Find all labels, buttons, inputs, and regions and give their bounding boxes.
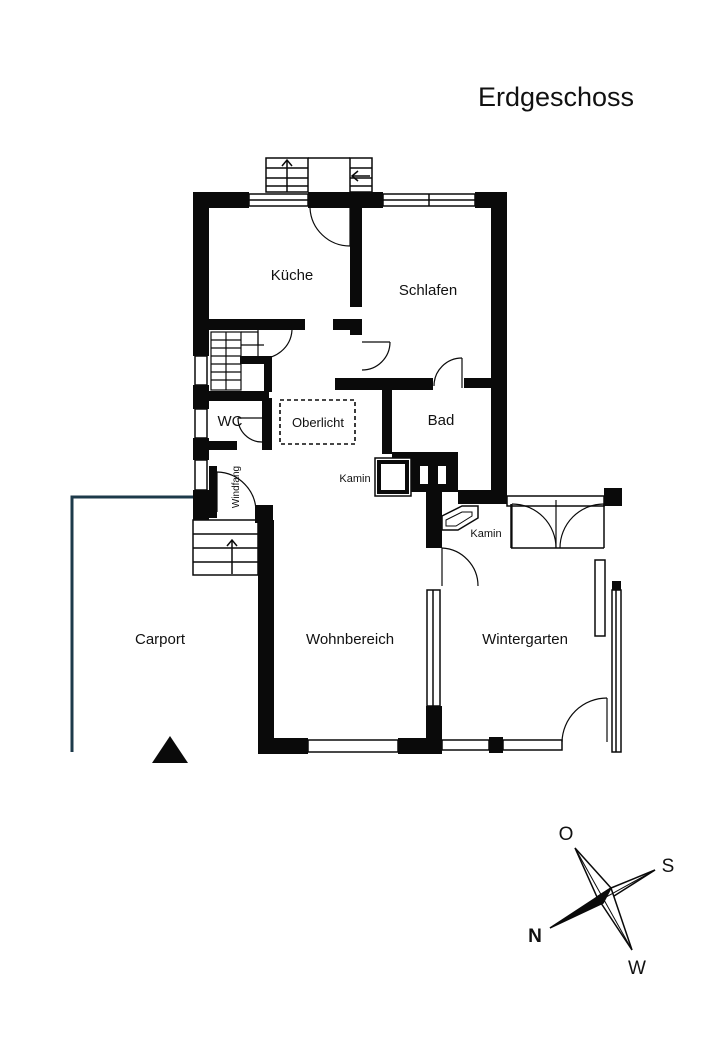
- compass-label-w: W: [628, 958, 646, 979]
- exterior-stairs-entrance: [192, 519, 259, 576]
- room-label-wohnbereich: Wohnbereich: [306, 631, 394, 648]
- room-label-schlafen: Schlafen: [399, 282, 457, 299]
- compass-label-n: N: [528, 926, 542, 947]
- fireplace-2: [441, 505, 479, 531]
- room-label-kamin-1: Kamin: [339, 473, 370, 485]
- triangle-up-icon: [152, 736, 188, 763]
- room-label-windfang: Windfang: [231, 466, 242, 508]
- room-label-kueche: Küche: [271, 267, 314, 284]
- carport-outline: [70, 495, 193, 752]
- plan-title: Erdgeschoss: [478, 82, 634, 112]
- room-label-oberlicht: Oberlicht: [292, 415, 344, 430]
- skylight-outline: [279, 399, 356, 445]
- exterior-stairs-top: [265, 157, 373, 193]
- room-label-kamin-2: Kamin: [470, 528, 501, 540]
- fireplace-1: [374, 457, 446, 497]
- room-label-carport: Carport: [135, 631, 186, 648]
- compass-rose-icon: [549, 847, 656, 951]
- interior-stairs: [210, 331, 264, 391]
- room-label-wc: WC: [218, 413, 243, 430]
- compass-label-s: S: [662, 856, 675, 877]
- doors: [216, 207, 608, 743]
- room-label-wintergarten: Wintergarten: [482, 631, 568, 648]
- room-label-bad: Bad: [428, 412, 455, 429]
- compass-label-o: O: [559, 824, 574, 845]
